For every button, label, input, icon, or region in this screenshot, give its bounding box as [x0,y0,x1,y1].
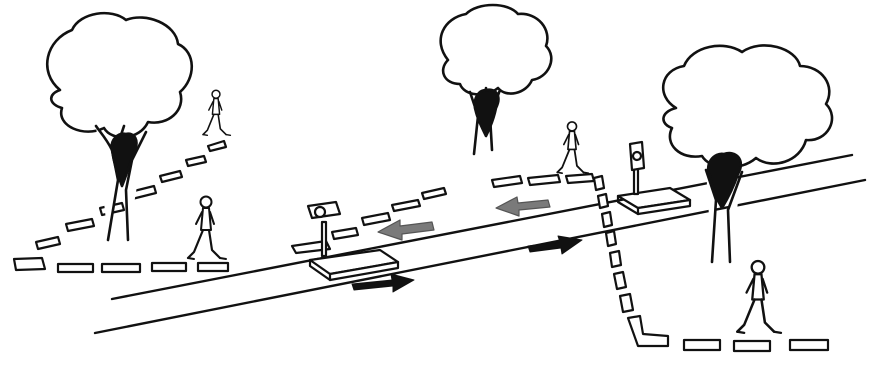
arrow-grey-upper [496,197,550,216]
tree-right [663,45,832,262]
walker-figure-back-left [203,90,230,135]
arrow-dark-upper [528,236,582,254]
walker-figure-front-right [737,261,781,333]
walker-figure-center [557,122,588,173]
walker-figure-front-left [188,197,226,260]
tree-center [441,5,552,154]
